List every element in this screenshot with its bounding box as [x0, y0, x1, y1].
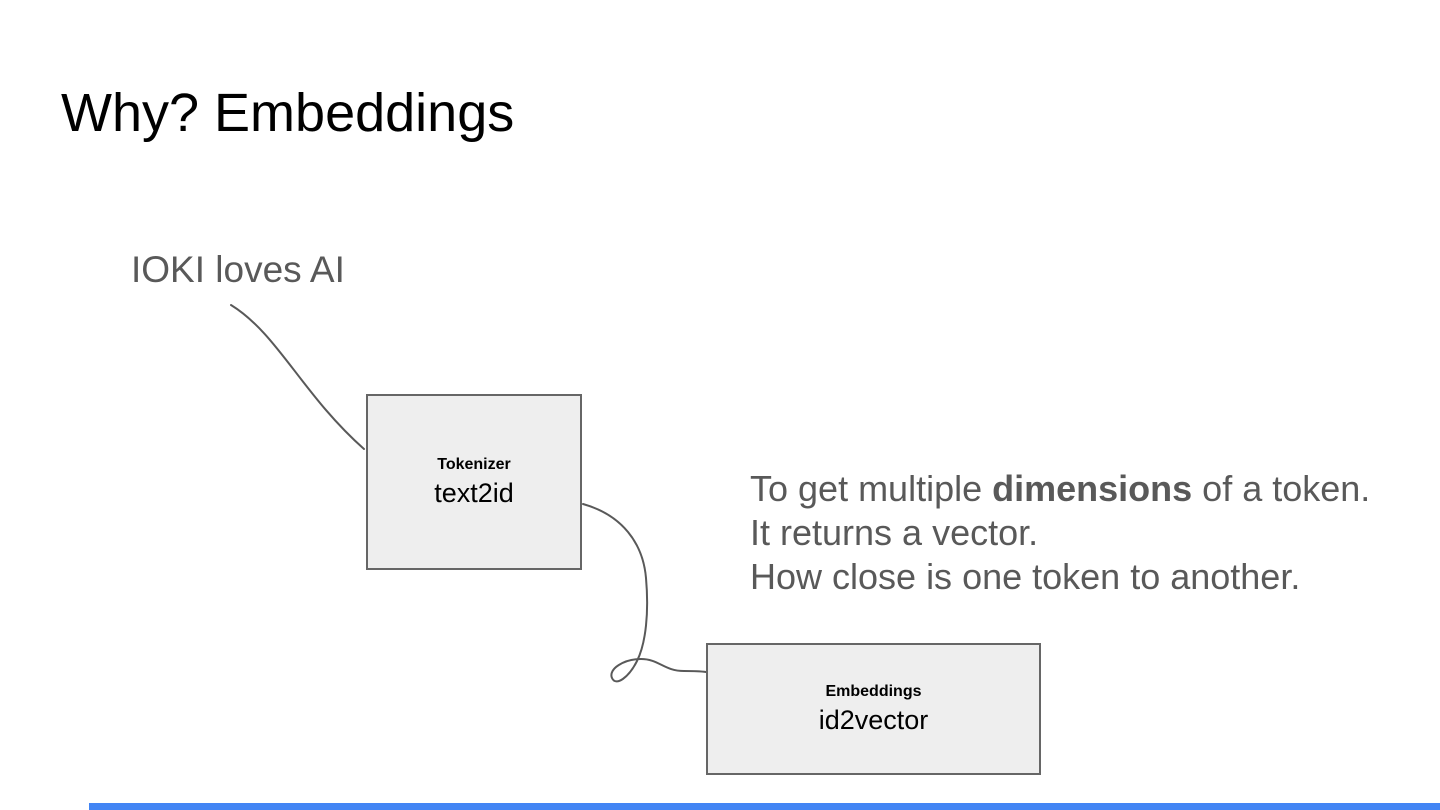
bottom-accent-bar	[89, 803, 1440, 810]
description-line1-bold: dimensions	[992, 468, 1193, 509]
tokenizer-node: Tokenizer text2id	[366, 394, 582, 570]
embeddings-node-title: Embeddings	[825, 682, 922, 700]
embeddings-node: Embeddings id2vector	[706, 643, 1041, 775]
sample-input-text: IOKI loves AI	[131, 249, 345, 290]
description-text: To get multiple dimensions of a token. I…	[750, 467, 1410, 599]
embeddings-node-subtitle: id2vector	[818, 704, 929, 735]
slide-title: Why? Embeddings	[61, 83, 515, 143]
tokenizer-node-title: Tokenizer	[437, 455, 511, 473]
description-line1-suffix: of a token.	[1192, 468, 1371, 509]
connector-tokenizer-to-embeddings	[582, 503, 707, 683]
tokenizer-node-subtitle: text2id	[434, 477, 514, 508]
description-line1-prefix: To get multiple	[750, 468, 993, 509]
connector-text-to-tokenizer	[230, 304, 365, 450]
description-line-3: How close is one token to another.	[750, 556, 1301, 597]
description-line-1: To get multiple dimensions of a token.	[750, 467, 1410, 511]
description-line-2: It returns a vector.	[750, 512, 1039, 553]
